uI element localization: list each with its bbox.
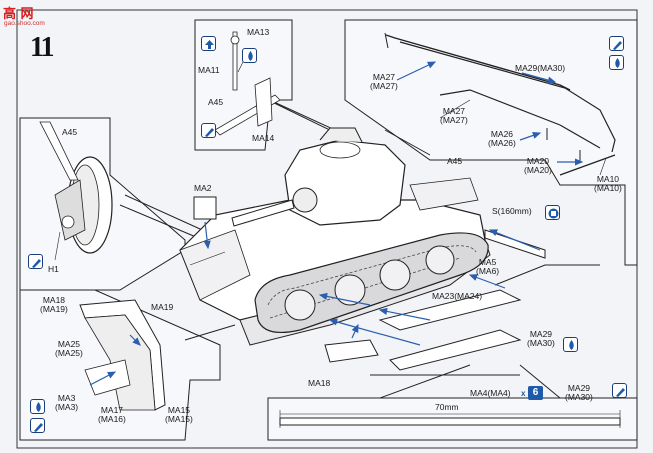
- label-s160: S(160mm): [492, 206, 532, 216]
- label-ma10: MA10 (MA10): [594, 174, 622, 193]
- label-ma17: MA17 (MA16): [98, 405, 126, 424]
- paint-icon: [609, 55, 624, 70]
- ma4-strip: [279, 417, 621, 426]
- label-ma29-top: MA29(MA30): [515, 63, 566, 73]
- label-ma14: MA14: [252, 133, 275, 143]
- flip-icon: [201, 36, 216, 51]
- step-number: 11: [30, 32, 55, 63]
- count-icon: 6: [528, 386, 543, 400]
- label-ma23: MA23(MA24): [432, 291, 483, 301]
- cement-icon: [201, 123, 216, 138]
- ma2-part: [193, 196, 217, 220]
- label-h1: H1: [48, 264, 59, 274]
- label-ma19: MA19: [151, 302, 174, 312]
- label-ma4: MA4(MA4): [470, 388, 511, 398]
- label-ma29-right: MA29 (MA30): [527, 329, 555, 348]
- label-ma26: MA26 (MA26): [488, 129, 516, 148]
- label-ma5: MA5 (MA6): [476, 257, 500, 276]
- label-ma2: MA2: [194, 183, 212, 193]
- label-ma27-b: MA27 (MA27): [440, 106, 468, 125]
- watermark-logo: 高 网: [3, 7, 34, 22]
- watermark-url: gao.shoo.com: [4, 20, 45, 27]
- ma18-part: [324, 339, 379, 363]
- paint-icon: [563, 337, 578, 352]
- cement-icon: [28, 254, 43, 269]
- label-ma18-main: MA18: [308, 378, 331, 388]
- count-prefix: x: [521, 389, 526, 398]
- label-a45-mid: A45: [447, 156, 463, 166]
- label-ma13: MA13: [247, 27, 270, 37]
- cement-icon: [30, 418, 45, 433]
- paint-icon: [30, 399, 45, 414]
- label-dim-70mm: 70mm: [435, 402, 459, 412]
- label-ma3: MA3 (MA3): [55, 393, 79, 412]
- label-ma20: MA20 (MA20): [524, 156, 552, 175]
- cement-icon: [612, 383, 627, 398]
- label-ma27-a: MA27 (MA27): [370, 72, 398, 91]
- label-ma18-box: MA18 (MA19): [40, 295, 68, 314]
- flip-icon: [545, 205, 560, 220]
- cement-icon: [609, 36, 624, 51]
- label-a45-left: A45: [62, 127, 78, 137]
- tank-hull: [179, 127, 491, 346]
- label-ma29-bottom: MA29 (MA30): [565, 383, 593, 402]
- paint-icon: [242, 48, 257, 63]
- label-a45-top: A45: [208, 97, 224, 107]
- label-ma15: MA15 (MA15): [165, 405, 193, 424]
- label-ma11: MA11: [198, 65, 220, 75]
- detail-box-right: [344, 19, 638, 266]
- label-ma25: MA25 (MA25): [55, 339, 83, 358]
